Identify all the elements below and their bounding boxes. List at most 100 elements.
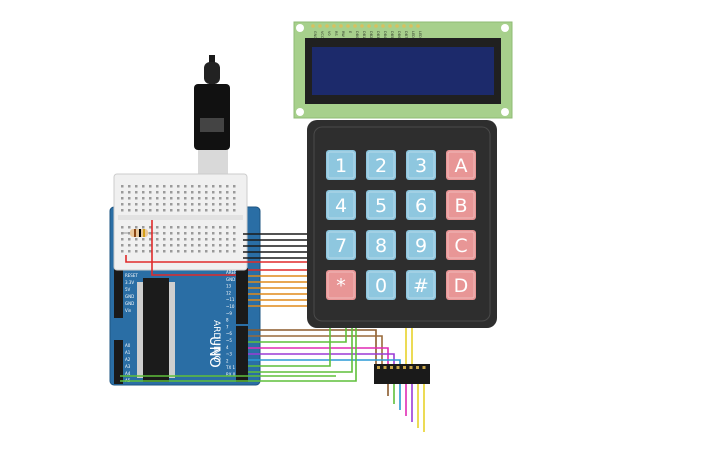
- digital-header-high: [236, 268, 248, 324]
- breadboard-hole: [205, 250, 208, 253]
- breadboard-hole: [121, 226, 124, 229]
- breadboard-hole: [128, 197, 131, 200]
- keypad-key-9[interactable]: 9: [406, 230, 436, 260]
- keypad-key-0[interactable]: 0: [366, 270, 396, 300]
- breadboard-hole: [170, 238, 173, 241]
- keypad-key-C[interactable]: C: [446, 230, 476, 260]
- breadboard-hole: [212, 238, 215, 241]
- keypad-key-label: 5: [375, 195, 387, 217]
- lcd-pin-label: DB7: [404, 31, 408, 38]
- breadboard-hole: [156, 209, 159, 212]
- lcd-mount-hole: [296, 24, 304, 32]
- header-pin: [409, 366, 413, 369]
- keypad-key-6[interactable]: 6: [406, 190, 436, 220]
- arduino-pin-label: 4: [226, 345, 229, 350]
- breadboard-hole: [149, 209, 152, 212]
- breadboard-hole: [149, 226, 152, 229]
- breadboard-hole: [135, 238, 138, 241]
- header-pin: [390, 366, 393, 369]
- keypad-key-A[interactable]: A: [446, 150, 476, 180]
- breadboard-hole: [205, 197, 208, 200]
- breadboard-hole: [226, 238, 229, 241]
- breadboard-hole: [170, 185, 173, 188]
- breadboard-hole: [205, 226, 208, 229]
- breadboard-hole: [163, 226, 166, 229]
- breadboard-hole: [191, 209, 194, 212]
- lcd-pin-label: LED: [411, 31, 415, 38]
- lcd-pin: [339, 24, 343, 28]
- lcd-mount-hole: [296, 108, 304, 116]
- breadboard-hole: [198, 238, 201, 241]
- breadboard-hole: [177, 191, 180, 194]
- breadboard-hole: [135, 191, 138, 194]
- breadboard-hole: [163, 238, 166, 241]
- keypad-key-D[interactable]: D: [446, 270, 476, 300]
- lcd-pin-label: V0: [327, 31, 331, 36]
- breadboard-hole: [163, 203, 166, 206]
- breadboard-hole: [212, 203, 215, 206]
- keypad-key-5[interactable]: 5: [366, 190, 396, 220]
- keypad-key-8[interactable]: 8: [366, 230, 396, 260]
- keypad-key-1[interactable]: 1: [326, 150, 356, 180]
- breadboard-hole: [184, 232, 187, 235]
- breadboard-hole: [233, 203, 236, 206]
- breadboard-hole: [191, 226, 194, 229]
- lcd-pin: [395, 24, 399, 28]
- keypad-key-label: #: [413, 275, 429, 297]
- breadboard-hole: [177, 185, 180, 188]
- breadboard-hole: [198, 209, 201, 212]
- keypad-key-label: 1: [335, 155, 347, 177]
- breadboard-hole: [142, 197, 145, 200]
- breadboard-hole: [163, 191, 166, 194]
- breadboard-hole: [233, 191, 236, 194]
- breadboard-hole: [198, 250, 201, 253]
- keypad-key-#[interactable]: #: [406, 270, 436, 300]
- breadboard-hole: [219, 197, 222, 200]
- keypad-key-label: 7: [335, 235, 347, 257]
- breadboard-hole: [156, 226, 159, 229]
- breadboard-hole: [212, 191, 215, 194]
- keypad-key-2[interactable]: 2: [366, 150, 396, 180]
- lcd-pin-label: DB5: [390, 31, 394, 38]
- breadboard-hole: [135, 203, 138, 206]
- arduino-pin-label: ~11: [226, 297, 235, 302]
- breadboard-hole: [191, 191, 194, 194]
- breadboard-hole: [219, 232, 222, 235]
- keypad-key-B[interactable]: B: [446, 190, 476, 220]
- breadboard-hole: [121, 185, 124, 188]
- breadboard-hole: [226, 209, 229, 212]
- keypad-key-7[interactable]: 7: [326, 230, 356, 260]
- breadboard-hole: [233, 232, 236, 235]
- breadboard-hole: [156, 191, 159, 194]
- keypad-key-label: 4: [335, 195, 347, 217]
- breadboard-hole: [128, 191, 131, 194]
- keypad-key-label: 9: [415, 235, 427, 257]
- breadboard-hole: [128, 203, 131, 206]
- breadboard-hole: [142, 203, 145, 206]
- breadboard-hole: [219, 191, 222, 194]
- breadboard-hole: [135, 209, 138, 212]
- lcd-pin-label: DB0: [355, 31, 359, 38]
- breadboard-hole: [205, 238, 208, 241]
- breadboard-hole: [205, 232, 208, 235]
- keypad-key-*[interactable]: *: [326, 270, 356, 300]
- breadboard-hole: [128, 185, 131, 188]
- keypad-key-3[interactable]: 3: [406, 150, 436, 180]
- breadboard-hole: [177, 244, 180, 247]
- keypad-key-4[interactable]: 4: [326, 190, 356, 220]
- breadboard-hole: [198, 244, 201, 247]
- keypad-key-label: D: [454, 275, 469, 297]
- arduino-pin-label: GND: [125, 301, 134, 306]
- breadboard-hole: [149, 250, 152, 253]
- arduino-pin-label: ~9: [226, 311, 232, 316]
- breadboard-hole: [156, 197, 159, 200]
- lcd-pin-label: DB3: [376, 31, 380, 38]
- lcd-pin: [353, 24, 357, 28]
- arduino-pin-label: ~3: [226, 352, 232, 357]
- breadboard-hole: [149, 238, 152, 241]
- breadboard-hole: [205, 191, 208, 194]
- lcd-pin-label: DB2: [369, 31, 373, 38]
- breadboard-hole: [219, 250, 222, 253]
- breadboard-hole: [226, 185, 229, 188]
